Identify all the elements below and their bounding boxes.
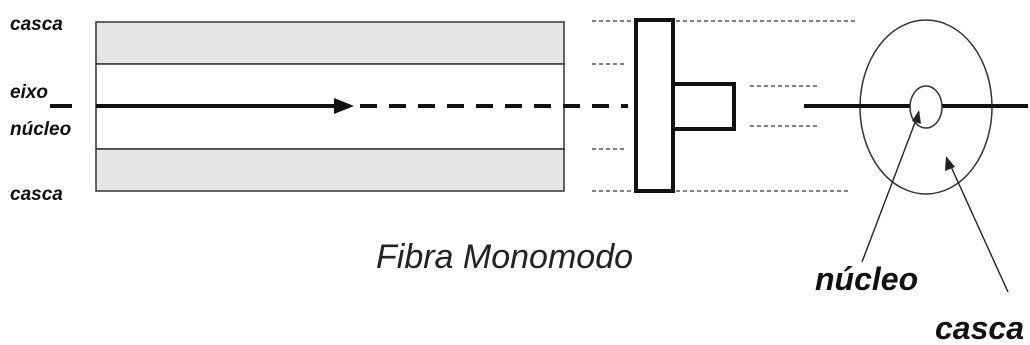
casca-pointer-line xyxy=(947,159,1009,293)
fiber-axis xyxy=(50,98,628,114)
fiber-longitudinal-section xyxy=(95,21,565,192)
casca-pointer-arrow xyxy=(945,156,955,171)
refractive-index-profile xyxy=(634,18,736,193)
profile-cladding-bar xyxy=(634,18,675,193)
label-casca-bottom: casca xyxy=(10,184,63,205)
cladding-bottom-band xyxy=(95,148,565,192)
label-casca-top: casca xyxy=(10,14,63,35)
label-nucleo-right: núcleo xyxy=(815,261,918,297)
fiber-cross-section xyxy=(804,19,1028,195)
diagram-title: Fibra Monomodo xyxy=(376,238,633,276)
label-casca-right: casca xyxy=(935,310,1024,345)
profile-core-step xyxy=(671,82,736,131)
label-eixo: eixo xyxy=(10,82,48,103)
label-nucleo-left: núcleo xyxy=(10,119,71,140)
axis-arrow-head xyxy=(334,98,354,114)
nucleo-pointer-arrow xyxy=(912,110,921,124)
nucleo-pointer-line xyxy=(861,111,920,263)
pointer-lines xyxy=(861,110,1009,293)
cladding-top-band xyxy=(95,21,565,65)
